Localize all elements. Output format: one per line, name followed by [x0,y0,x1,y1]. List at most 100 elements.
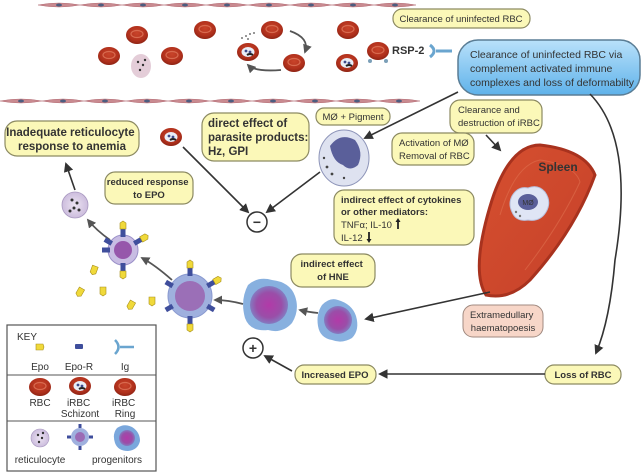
clearance-uninfected-box [392,8,531,29]
il12-line: IL-12 [341,233,363,244]
rbc [193,20,217,40]
clearance-destruction-box [449,99,543,134]
key-reticulocyte-icon [30,428,50,448]
rbc-cluster [97,20,390,78]
endothelial-nucleus [140,3,146,7]
reticulocyte [131,54,151,78]
epo-bound-receptor [186,259,194,277]
down-arrow-icon [366,232,372,243]
epo-bound-receptor [186,315,194,333]
stimulation-symbol [242,337,264,359]
minus-sign: − [253,214,261,230]
inhibition-symbol [246,211,268,233]
indirect-cytokines-label: indirect effect of cytokines or other me… [341,195,464,218]
reticulocyte [61,191,89,219]
endothelial-nucleus [144,99,150,103]
endothelial-nucleus [182,3,188,7]
rbc [125,25,149,45]
key-ig-label: Ig [121,362,129,373]
rbc [336,20,360,40]
endothelial-nucleus [228,99,234,103]
inadequate-label: Inadequate reticulocyte response to anem… [6,127,138,153]
activation-mo-box [391,132,475,166]
irbc-schizont [335,53,359,73]
endothelial-nucleus [224,3,230,7]
complement-label: Clearance of uninfected RBC via compleme… [470,49,635,89]
key-progenitors-label: progenitors [92,455,142,466]
key-irbc-schizont-icon [68,376,92,396]
free-epo-molecules [74,264,156,312]
endothelial-nucleus [102,99,108,103]
epo-bound-receptor [119,220,127,238]
tnf-line: TNFα; IL-10 [341,220,392,231]
endothelial-nucleus [18,99,24,103]
epo-r-icon [75,344,83,349]
endothelial-nucleus [266,3,272,7]
mo-pigment-box [315,107,391,126]
key-irbc-schizont-label: iRBC Schizont [61,398,100,420]
key-reticulocyte-label: reticulocyte [15,455,66,466]
rbc [282,53,306,73]
rbc [160,46,184,66]
direct-effect-box [201,112,310,162]
up-arrow-icon [395,218,401,229]
key-epo-r-label: Epo-R [65,362,93,373]
spleen-macrophage [509,186,550,221]
clearance-destruction-label: Clearance and destruction of iRBC [458,105,540,129]
clearance-uninfected-label: Clearance of uninfected RBC [399,14,522,25]
key-progenitor-receptor-icon [67,424,93,450]
endothelial-nucleus [396,99,402,103]
progenitor-small [317,299,358,342]
indirect-cytokines-box [333,189,475,246]
rbc [260,20,284,40]
epo-bound-receptor [119,262,127,280]
endothelial-nucleus [270,99,276,103]
key-epo-label: Epo [31,362,49,373]
cycle-arrow [246,63,282,74]
epo-bound-receptor [205,275,223,289]
extramedullary-label: Extramedullary haematopoesis [470,310,536,334]
epo-bound-receptor [132,232,150,247]
inadequate-box [4,120,140,157]
ig-icon [114,339,134,355]
reduced-response-label: reduced response to EPO [107,177,191,201]
arrows [63,91,622,379]
reduced-response-box [104,171,194,205]
indirect-hne-box [290,253,376,288]
increased-epo-box [294,364,377,385]
irbc-schizont [236,42,260,62]
key-rbc-icon [28,377,52,397]
epo-receptor [102,247,110,253]
endothelial-nucleus [186,99,192,103]
rbc [97,46,121,66]
spleen [477,143,597,298]
spleen-mo-label: MØ [522,200,534,207]
spleen-label: Spleen [538,160,577,174]
merozoites [241,32,255,40]
endothelial-nucleus [98,3,104,7]
key-title: KEY [17,332,37,343]
endothelial-nucleus [312,99,318,103]
rsp2-label: RSP-2 [392,45,424,57]
progenitor-receptor-small [107,234,139,266]
endothelial-nucleus [308,3,314,7]
epo-icon [35,343,45,351]
endothelial-nucleus [392,3,398,7]
endothelial-nucleus [60,99,66,103]
extramedullary-box [462,304,544,338]
activation-mo-label: Activation of MØ Removal of RBC [399,138,471,162]
macrophage-pigment [318,129,370,187]
key-irbc-ring-icon [113,377,137,397]
ig-icon [429,43,452,59]
key-progenitor-icon [113,425,140,451]
cycle-arrow [289,30,312,54]
indirect-hne-label: indirect effect of HNE [301,259,366,283]
mo-pigment-label: MØ + Pigment [323,112,384,123]
endothelial-nucleus [56,3,62,7]
direct-effect-label: direct effect of parasite products: Hz, … [208,118,312,158]
loss-rbc-label: Loss of RBC [555,370,612,381]
progenitor-large [243,278,297,332]
complement-box [457,39,641,96]
endothelial-nucleus [354,99,360,103]
